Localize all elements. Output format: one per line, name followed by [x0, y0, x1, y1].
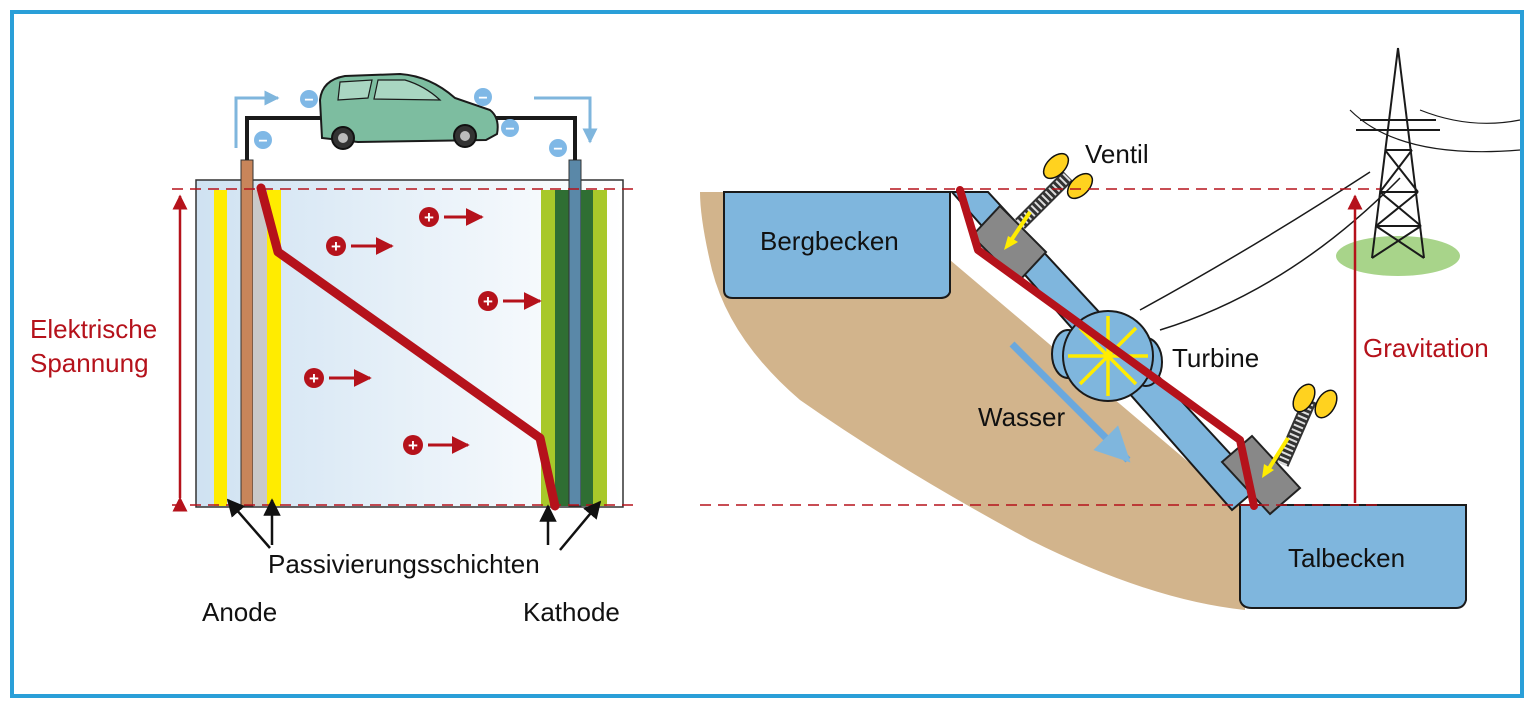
cathode-layer-2 — [555, 190, 569, 506]
electron-sign: − — [304, 92, 313, 109]
electron-markers: − − − − − — [254, 88, 567, 158]
cation-sign: + — [331, 237, 341, 256]
passivation-pointer-arrow — [226, 498, 271, 549]
battery-diagram: − − − − − + + + + + — [30, 72, 640, 627]
lower-reservoir-label: Talbecken — [1288, 543, 1405, 573]
anode-electrode — [240, 159, 254, 507]
cathode-layer-1 — [541, 190, 555, 506]
electron-flow-arrow-right — [534, 96, 598, 144]
electron-sign: − — [478, 90, 487, 107]
water-label: Wasser — [978, 402, 1065, 432]
cation-icon — [326, 236, 346, 256]
water-flow-arrow — [1009, 341, 1131, 463]
electron-sign: − — [258, 133, 267, 150]
power-line-4 — [1419, 109, 1521, 124]
cation-icon — [403, 435, 423, 455]
cation-sign: + — [483, 292, 493, 311]
anode-layer-grey — [253, 190, 267, 506]
pylon-ground-patch — [1336, 236, 1460, 276]
car-icon — [318, 72, 499, 150]
turbine-label: Turbine — [1172, 343, 1259, 373]
cation-sign: + — [309, 369, 319, 388]
passivation-pointer-arrow — [559, 500, 602, 551]
hydro-potential-path — [956, 186, 1258, 510]
power-line-1 — [1139, 171, 1371, 311]
electron-sign: − — [553, 141, 562, 158]
cation-sign: + — [424, 208, 434, 227]
anode-passivation-layer — [214, 190, 227, 506]
voltage-label-line2: Spannung — [30, 348, 149, 378]
pumped-storage-diagram: Bergbecken Talbecken Ventil Turbine Wass… — [700, 47, 1521, 610]
voltage-label-line1: Elektrische — [30, 314, 157, 344]
cation-markers: + + + + + — [304, 207, 542, 455]
cation-icon — [304, 368, 324, 388]
gravitation-label: Gravitation — [1363, 333, 1489, 363]
cathode-label: Kathode — [523, 597, 620, 627]
anode-label: Anode — [202, 597, 277, 627]
upper-reservoir — [723, 191, 951, 299]
electron-icon — [474, 88, 492, 106]
lower-reservoir — [1239, 504, 1467, 609]
upper-reservoir-label: Bergbecken — [760, 226, 899, 256]
electron-flow-arrow-left — [234, 90, 280, 148]
power-line-2 — [1159, 177, 1401, 331]
power-pylon-icon — [1356, 47, 1440, 259]
electron-sign: − — [505, 121, 514, 138]
electron-icon — [549, 139, 567, 157]
cation-icon — [419, 207, 439, 227]
battery-potential-path — [256, 183, 560, 511]
anode-passivation-layer-2 — [267, 190, 281, 506]
electron-icon — [254, 131, 272, 149]
valve-label: Ventil — [1085, 139, 1149, 169]
cation-icon — [478, 291, 498, 311]
turbine-icon — [1051, 310, 1163, 402]
electron-icon — [300, 90, 318, 108]
cathode-layer-3 — [581, 190, 593, 506]
electron-icon — [501, 119, 519, 137]
cation-sign: + — [408, 436, 418, 455]
passivation-label: Passivierungsschichten — [268, 549, 540, 579]
cathode-layer-4 — [593, 190, 607, 506]
cathode-electrode — [568, 159, 582, 507]
